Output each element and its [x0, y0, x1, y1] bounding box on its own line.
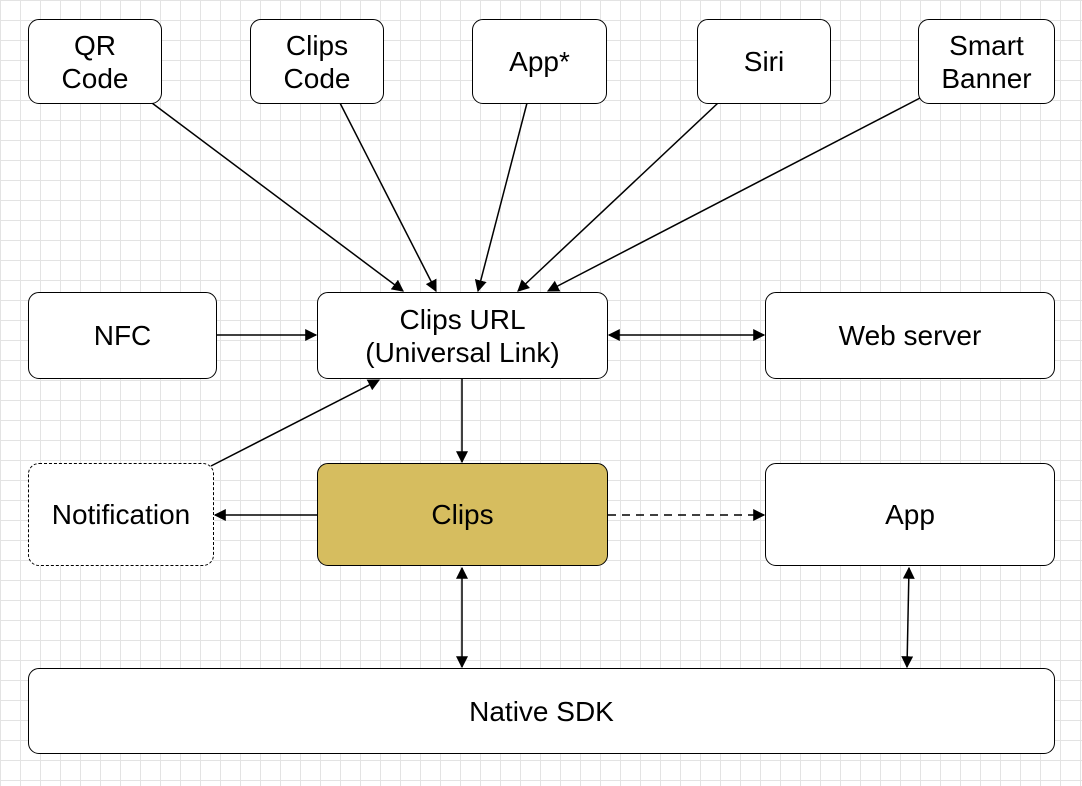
edge-siri-to-clips-url: [517, 102, 719, 292]
nfc-node[interactable]: NFC: [28, 292, 217, 379]
siri-node[interactable]: Siri: [697, 19, 831, 104]
clips-node[interactable]: Clips: [317, 463, 608, 566]
app-star-node[interactable]: App*: [472, 19, 607, 104]
edge-notification-to-clips-url: [210, 379, 381, 467]
app-node[interactable]: App: [765, 463, 1055, 566]
native-sdk-node[interactable]: Native SDK: [28, 668, 1055, 754]
smart-banner-node[interactable]: Smart Banner: [918, 19, 1055, 104]
edge-smart-banner-to-clips-url: [546, 96, 923, 292]
qr-code-node[interactable]: QR Code: [28, 19, 162, 104]
edge-app-star-to-clips-url: [474, 102, 528, 293]
edge-app-native-sdk: [901, 566, 915, 669]
notification-node[interactable]: Notification: [28, 463, 214, 566]
clips-code-node[interactable]: Clips Code: [250, 19, 384, 104]
edge-qr-code-to-clips-url: [151, 102, 404, 292]
web-server-node[interactable]: Web server: [765, 292, 1055, 379]
clips-url-node[interactable]: Clips URL (Universal Link): [317, 292, 608, 379]
edge-clips-code-to-clips-url: [339, 102, 437, 293]
